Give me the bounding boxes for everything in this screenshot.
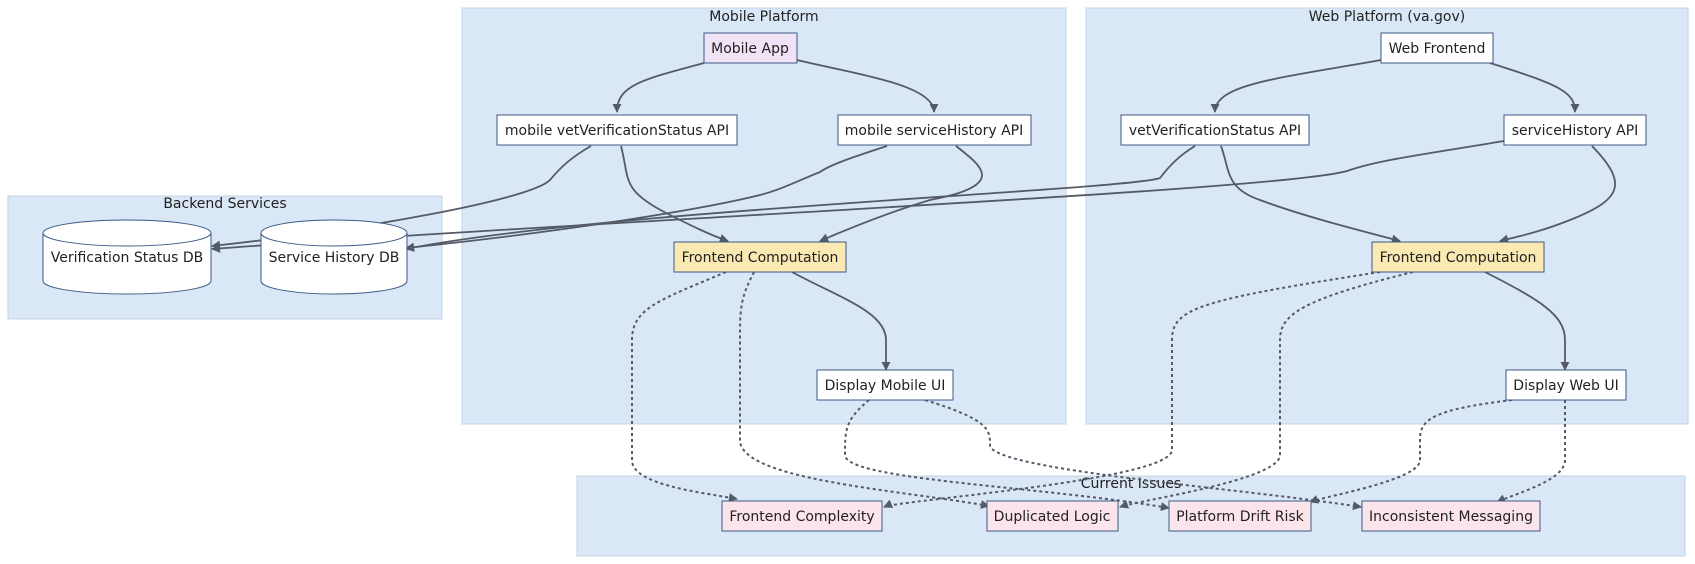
mobile-vet-api-label: mobile vetVerificationStatus API xyxy=(505,123,729,139)
edge-mobile-compute-to-ui xyxy=(791,271,891,371)
issue-duplicated-logic-label: Duplicated Logic xyxy=(994,509,1111,525)
solid-edges xyxy=(211,59,1616,371)
issue-platform-drift-risk-node: Platform Drift Risk xyxy=(1168,500,1312,532)
mobile-service-history-api-label: mobile serviceHistory API xyxy=(845,123,1024,139)
edge-mobile-app-to-vet-api xyxy=(612,62,705,113)
service-history-db: Service History DB xyxy=(260,219,408,295)
edge-web-ui-to-inconsistent-messaging xyxy=(1496,400,1566,503)
issue-platform-drift-risk-label: Platform Drift Risk xyxy=(1176,509,1304,525)
edge-mobile-vet-api-to-compute xyxy=(620,145,729,243)
issue-inconsistent-messaging-label: Inconsistent Messaging xyxy=(1369,509,1533,525)
web-service-history-api-node: serviceHistory API xyxy=(1503,114,1647,146)
cluster-mobile-label: Mobile Platform xyxy=(709,9,818,25)
mobile-service-history-api-node: mobile serviceHistory API xyxy=(837,114,1032,146)
verification-status-db: Verification Status DB xyxy=(42,219,212,295)
issue-frontend-complexity-node: Frontend Complexity xyxy=(721,500,883,532)
cluster-web-platform: Web Platform (va.gov) xyxy=(1085,7,1689,425)
edge-mobile-ui-to-duplicated-logic xyxy=(843,399,1170,512)
edge-web-compute-to-frontend-complexity xyxy=(883,271,1381,508)
edge-web-frontend-to-sh-api xyxy=(1489,62,1580,113)
edge-web-sh-api-to-verification-db xyxy=(211,140,1505,253)
web-frontend-computation-label: Frontend Computation xyxy=(1380,250,1537,266)
web-frontend-node: Web Frontend xyxy=(1380,32,1494,64)
edge-mobile-compute-to-frontend-complexity xyxy=(631,271,738,502)
cluster-web-label: Web Platform (va.gov) xyxy=(1309,9,1465,25)
display-mobile-ui-node: Display Mobile UI xyxy=(816,369,954,401)
edge-mobile-sh-api-to-compute xyxy=(819,145,983,242)
cluster-backend-label: Backend Services xyxy=(163,196,286,212)
edge-mobile-sh-api-to-service-db xyxy=(405,145,888,252)
display-web-ui-label: Display Web UI xyxy=(1513,378,1618,394)
web-frontend-label: Web Frontend xyxy=(1389,41,1486,57)
edge-web-ui-to-platform-drift xyxy=(1309,399,1513,504)
web-service-history-api-label: serviceHistory API xyxy=(1512,123,1639,139)
mobile-vet-api-node: mobile vetVerificationStatus API xyxy=(496,114,738,146)
dotted-edges xyxy=(631,271,1566,512)
edge-web-compute-to-duplicated-logic xyxy=(1119,271,1414,509)
cluster-mobile-platform: Mobile Platform xyxy=(461,7,1067,425)
web-vet-api-label: vetVerificationStatus API xyxy=(1129,123,1301,139)
mobile-app-node: Mobile App xyxy=(703,32,798,64)
verification-status-db-label: Verification Status DB xyxy=(51,250,204,266)
edge-mobile-ui-to-inconsistent-messaging xyxy=(924,399,1362,511)
display-web-ui-node: Display Web UI xyxy=(1505,369,1627,401)
web-frontend-computation-node: Frontend Computation xyxy=(1371,241,1545,273)
web-vet-api-node: vetVerificationStatus API xyxy=(1120,114,1310,146)
display-mobile-ui-label: Display Mobile UI xyxy=(825,378,946,394)
edge-web-vet-api-to-compute xyxy=(1220,145,1401,244)
mobile-frontend-computation-node: Frontend Computation xyxy=(673,241,847,273)
mobile-frontend-computation-label: Frontend Computation xyxy=(682,250,839,266)
issue-duplicated-logic-node: Duplicated Logic xyxy=(986,500,1119,532)
edge-mobile-compute-to-duplicated-logic xyxy=(739,271,990,509)
edge-web-frontend-to-vet-api xyxy=(1210,59,1382,113)
edge-web-sh-api-to-compute xyxy=(1499,145,1616,244)
edge-web-vet-api-to-service-db xyxy=(405,145,1196,252)
mobile-app-label: Mobile App xyxy=(711,41,789,57)
issue-frontend-complexity-label: Frontend Complexity xyxy=(729,509,874,525)
cluster-issues-label: Current Issues xyxy=(1081,476,1182,492)
service-history-db-label: Service History DB xyxy=(269,250,400,266)
edge-web-compute-to-ui xyxy=(1484,271,1570,371)
issue-inconsistent-messaging-node: Inconsistent Messaging xyxy=(1361,500,1541,532)
edge-mobile-app-to-sh-api xyxy=(796,59,939,113)
